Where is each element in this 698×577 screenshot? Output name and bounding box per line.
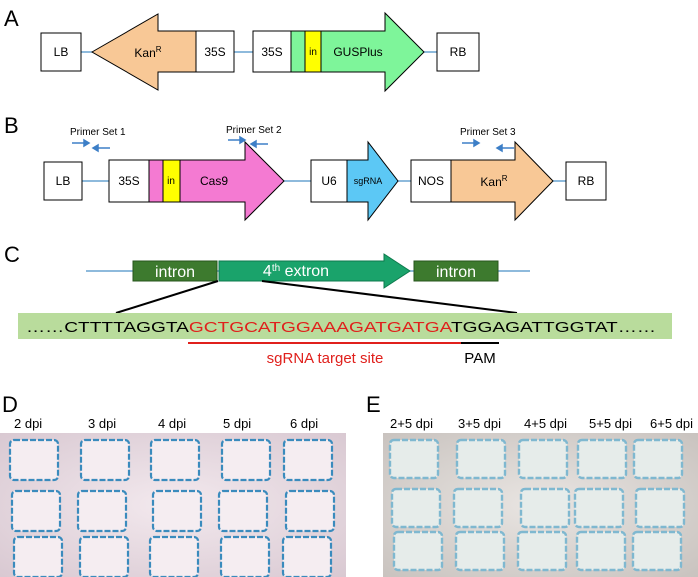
nos-label: NOS bbox=[418, 174, 444, 188]
panel-d-col-4: 5 dpi bbox=[223, 416, 251, 431]
panel-e-col-2: 3+5 dpi bbox=[458, 416, 501, 431]
promoter-35s-left bbox=[195, 30, 235, 73]
panel-e-leaf-disc-5 bbox=[632, 438, 684, 480]
panel-b-label: B bbox=[4, 113, 19, 138]
intron-label-b: in bbox=[167, 176, 175, 187]
panel-d-leaf-disc-12 bbox=[78, 535, 130, 577]
lb-box bbox=[40, 32, 82, 72]
panel-d-col-5: 6 dpi bbox=[290, 416, 318, 431]
panel-e-leaf-disc-2 bbox=[455, 438, 507, 480]
panel-d-leaf-disc-9 bbox=[217, 489, 269, 533]
panel-d-leaf-disc-6 bbox=[10, 489, 62, 533]
promoter-35s-right-label: 35S bbox=[261, 45, 282, 59]
panel-e-leaf-disc-15 bbox=[631, 530, 683, 572]
intron-label-a: in bbox=[309, 47, 317, 58]
u6-label: U6 bbox=[321, 174, 337, 188]
target-site-label: sgRNA target site bbox=[267, 350, 384, 367]
exon-label: 4th extron bbox=[263, 263, 329, 280]
sequence-box bbox=[18, 313, 672, 339]
u6-promoter-box bbox=[310, 159, 348, 203]
panel-e-leaf-disc-14 bbox=[575, 530, 627, 572]
panel-b: B Primer Set 1 Primer Set 2 Primer Set 3… bbox=[4, 113, 607, 222]
panel-d-col-2: 3 dpi bbox=[88, 416, 116, 431]
primer-set-3-label: Primer Set 3 bbox=[460, 127, 516, 138]
panel-d-leaf-disc-1 bbox=[8, 438, 60, 482]
rb-box-a bbox=[436, 32, 480, 72]
panel-e-leaf-disc-7 bbox=[452, 487, 504, 529]
kanr-label: KanR bbox=[134, 45, 161, 60]
panel-e-leaf-disc-9 bbox=[573, 487, 625, 529]
panel-d-leaf-disc-2 bbox=[79, 438, 131, 482]
promoter-35s-right bbox=[252, 30, 292, 73]
intron-box-a bbox=[304, 30, 322, 73]
primer-set-2-label: Primer Set 2 bbox=[226, 125, 282, 136]
panel-e-col-4: 5+5 dpi bbox=[589, 416, 632, 431]
intron-right-label: intron bbox=[436, 264, 476, 281]
cas9-label: Cas9 bbox=[200, 174, 228, 188]
panel-e-leaf-disc-3 bbox=[517, 438, 569, 480]
panel-e-leaf-disc-8 bbox=[519, 487, 571, 529]
panel-c-label: C bbox=[4, 242, 20, 267]
intron-right-box bbox=[413, 260, 499, 282]
intron-box-b bbox=[162, 159, 181, 203]
primer-set-3-arrows bbox=[462, 138, 514, 153]
panel-d-leaf-disc-13 bbox=[148, 535, 200, 577]
promoter-35s-b-label: 35S bbox=[118, 174, 139, 188]
panel-e-leaf-disc-12 bbox=[454, 530, 506, 572]
panel-d-leaf-disc-14 bbox=[219, 535, 271, 577]
sgrna-label: sgRNA bbox=[354, 176, 383, 186]
panel-a: A LB KanR 35S 35S in GUSPlus RB bbox=[4, 6, 480, 93]
panel-d: D 2 dpi 3 dpi 4 dpi 5 dpi 6 dpi bbox=[0, 392, 346, 577]
panel-e-leaf-discs bbox=[388, 438, 686, 572]
intron-left-label: intron bbox=[155, 264, 195, 281]
panel-d-leaf-disc-3 bbox=[149, 438, 201, 482]
rb-label-a: RB bbox=[450, 45, 467, 59]
panel-e-leaf-disc-4 bbox=[576, 438, 628, 480]
panel-d-col-3: 4 dpi bbox=[158, 416, 186, 431]
zoom-line-left bbox=[115, 280, 219, 314]
primer-set-1-label: Primer Set 1 bbox=[70, 127, 126, 138]
panel-e-leaf-disc-11 bbox=[392, 530, 444, 572]
panel-d-leaf-disc-10 bbox=[284, 489, 336, 533]
panel-d-leaf-disc-7 bbox=[76, 489, 128, 533]
rb-label-b: RB bbox=[578, 174, 595, 188]
panel-a-label: A bbox=[4, 6, 19, 31]
panel-d-leaf-disc-5 bbox=[282, 438, 334, 482]
panel-e-label: E bbox=[366, 392, 381, 417]
panel-d-leaf-disc-11 bbox=[12, 535, 64, 577]
panel-d-leaf-disc-4 bbox=[220, 438, 272, 482]
panel-e-leaf-disc-10 bbox=[634, 487, 686, 529]
panel-d-leaf-discs bbox=[8, 438, 336, 577]
gusplus-label: GUSPlus bbox=[333, 45, 382, 59]
intron-left-box bbox=[132, 260, 218, 282]
panel-e: E 2+5 dpi 3+5 dpi 4+5 dpi 5+5 dpi 6+5 dp… bbox=[366, 392, 698, 577]
panel-e-leaf-disc-1 bbox=[388, 438, 440, 480]
lb-box-b bbox=[43, 161, 83, 201]
zoom-line-right bbox=[261, 280, 518, 314]
exon-arrow bbox=[218, 253, 411, 289]
primer-set-1-arrows bbox=[72, 138, 110, 153]
panel-e-leaf-disc-6 bbox=[390, 487, 442, 529]
panel-e-col-1: 2+5 dpi bbox=[390, 416, 433, 431]
panel-d-label: D bbox=[2, 392, 18, 417]
panel-e-leaf-disc-13 bbox=[516, 530, 568, 572]
lb-label-b: LB bbox=[56, 174, 71, 188]
rb-box-b bbox=[565, 161, 607, 201]
kanr-arrow-b bbox=[450, 140, 554, 222]
lb-label: LB bbox=[54, 45, 69, 59]
panel-e-col-3: 4+5 dpi bbox=[524, 416, 567, 431]
primer-set-2-arrows bbox=[228, 135, 268, 149]
promoter-35s-left-label: 35S bbox=[204, 45, 225, 59]
sgrna-arrow bbox=[346, 140, 399, 222]
panel-d-leaf-disc-8 bbox=[151, 489, 203, 533]
pam-label: PAM bbox=[464, 350, 495, 367]
kanr-label-b: KanR bbox=[480, 174, 507, 189]
panel-e-col-5: 6+5 dpi bbox=[650, 416, 693, 431]
panel-d-col-1: 2 dpi bbox=[14, 416, 42, 431]
panel-d-leaf-disc-15 bbox=[281, 535, 333, 577]
